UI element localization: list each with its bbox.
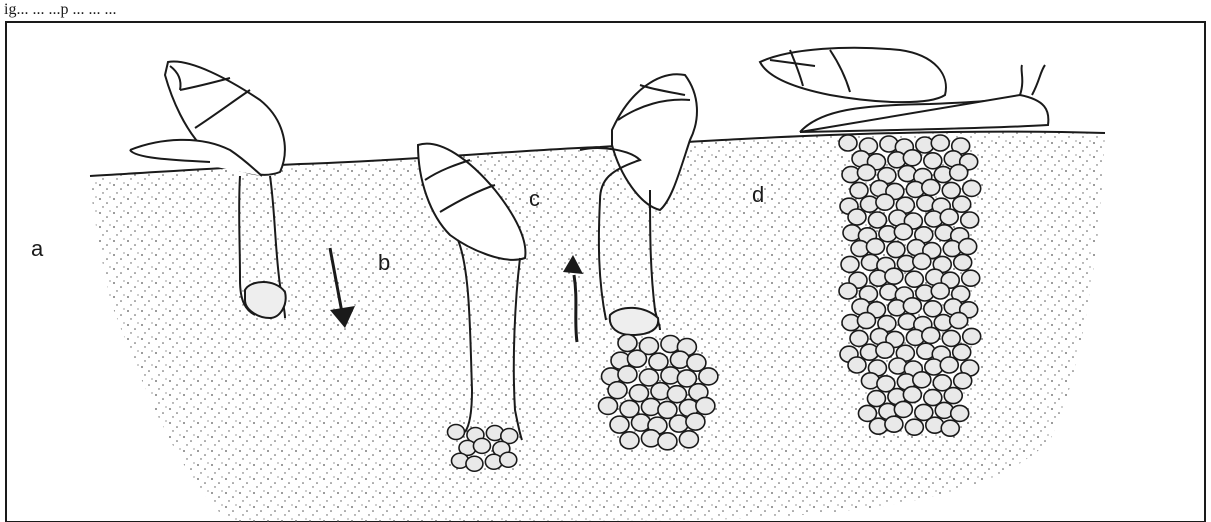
caption-fragment: ig... ... ...p ... ... ... [4,1,116,18]
egg [894,224,912,240]
egg [857,165,875,181]
egg [599,397,618,414]
egg [850,182,868,198]
egg [610,416,629,433]
snail-stage-d [760,48,1048,132]
egg [961,212,979,228]
stage-label-d: d [752,182,764,207]
egg [941,420,959,436]
egg [670,351,689,368]
egg [848,357,866,373]
egg [894,401,912,417]
egg [887,242,905,258]
egg [913,253,931,269]
egg [922,179,940,195]
egg [686,413,705,430]
egg [903,298,921,314]
egg [466,456,483,471]
egg [962,270,980,286]
egg [924,153,942,169]
egg [473,438,490,453]
egg [500,452,517,467]
egg [924,301,942,317]
egg [922,327,940,343]
stage-label-c: c [529,186,540,211]
egg [658,433,677,450]
egg [944,388,962,404]
egg [618,335,637,352]
egg [876,342,894,358]
egg [885,268,903,284]
egg [641,430,660,447]
egg [940,357,958,373]
egg [940,209,958,225]
egg [963,180,981,196]
egg [942,182,960,198]
egg [905,271,923,287]
egg [903,387,921,403]
egg [905,419,923,435]
egg [651,383,670,400]
egg [448,425,465,440]
egg [661,367,680,384]
egg [953,344,971,360]
egg [661,336,680,353]
egg [868,212,886,228]
egg [696,397,715,414]
egg [608,382,627,399]
egg [839,283,857,299]
egg [931,135,949,151]
egg [641,398,660,415]
egg [679,431,698,448]
egg [627,350,646,367]
egg [857,313,875,329]
egg [942,330,960,346]
egg [885,416,903,432]
egg [848,209,866,225]
egg [963,328,981,344]
egg [866,239,884,255]
stage-label-b: b [378,250,390,275]
egg [951,405,969,421]
egg [618,366,637,383]
egg [913,372,931,388]
egg [950,165,968,181]
egg [876,194,894,210]
egg [903,150,921,166]
egg [931,283,949,299]
egg [839,135,857,151]
egg [954,254,972,270]
egg [699,368,718,385]
egg [850,330,868,346]
egg [620,432,639,449]
egg [841,256,859,272]
stage-label-a: a [31,236,44,261]
egg [959,239,977,255]
egg [950,313,968,329]
egg [631,414,650,431]
egg [954,373,972,389]
egg [953,196,971,212]
